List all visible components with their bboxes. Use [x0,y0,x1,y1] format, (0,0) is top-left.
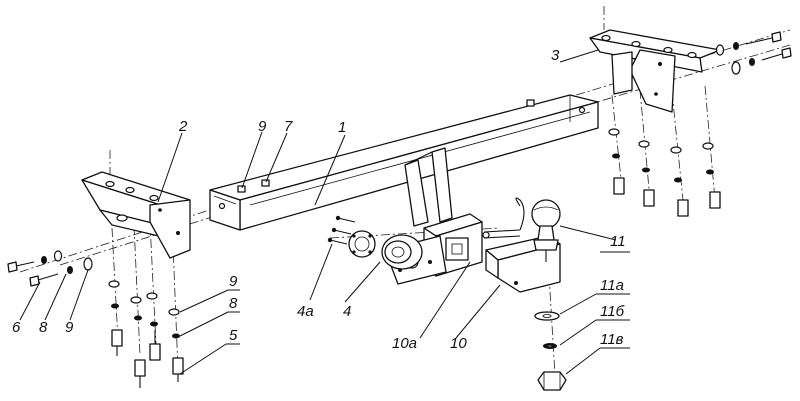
label-part-10: 10 [450,335,467,352]
label-part-6: 6 [12,319,21,336]
socket-screws [327,215,356,245]
right-side-fasteners [715,31,792,75]
ball-nut-washers [534,311,567,391]
leader-lines [19,49,617,375]
label-part-11: 11 [610,233,626,250]
electrical-socket [348,230,423,270]
label-part-10a: 10а [392,335,417,352]
label-part-9-top: 9 [258,118,267,135]
label-part-4a: 4а [297,303,314,320]
locking-pin [482,197,525,239]
label-part-4: 4 [343,303,351,320]
label-part-11a: 11а [600,277,624,294]
label-part-3: 3 [551,47,560,64]
left-side-fasteners [7,250,93,287]
right-bracket [589,29,721,113]
label-part-8-bottom: 8 [229,295,238,312]
label-part-1: 1 [338,119,346,136]
label-part-11v: 11в [600,331,624,348]
label-part-7: 7 [284,118,293,135]
label-underlines [226,251,630,349]
label-part-8-left: 8 [39,319,48,336]
label-part-2: 2 [178,118,188,135]
label-part-11b: 11б [600,303,625,320]
label-part-9-bottom: 9 [229,273,238,290]
left-bracket [81,171,191,259]
center-bracket [404,147,453,227]
label-part-5: 5 [229,327,238,344]
left-bottom-fasteners [108,280,184,388]
label-part-9-left: 9 [65,319,74,336]
tow-ball [531,199,561,262]
right-bottom-fasteners [608,128,721,217]
part-labels: 1 2 3 4 4а 5 6 7 8 8 9 9 9 10 10а 11 11а… [12,47,626,352]
